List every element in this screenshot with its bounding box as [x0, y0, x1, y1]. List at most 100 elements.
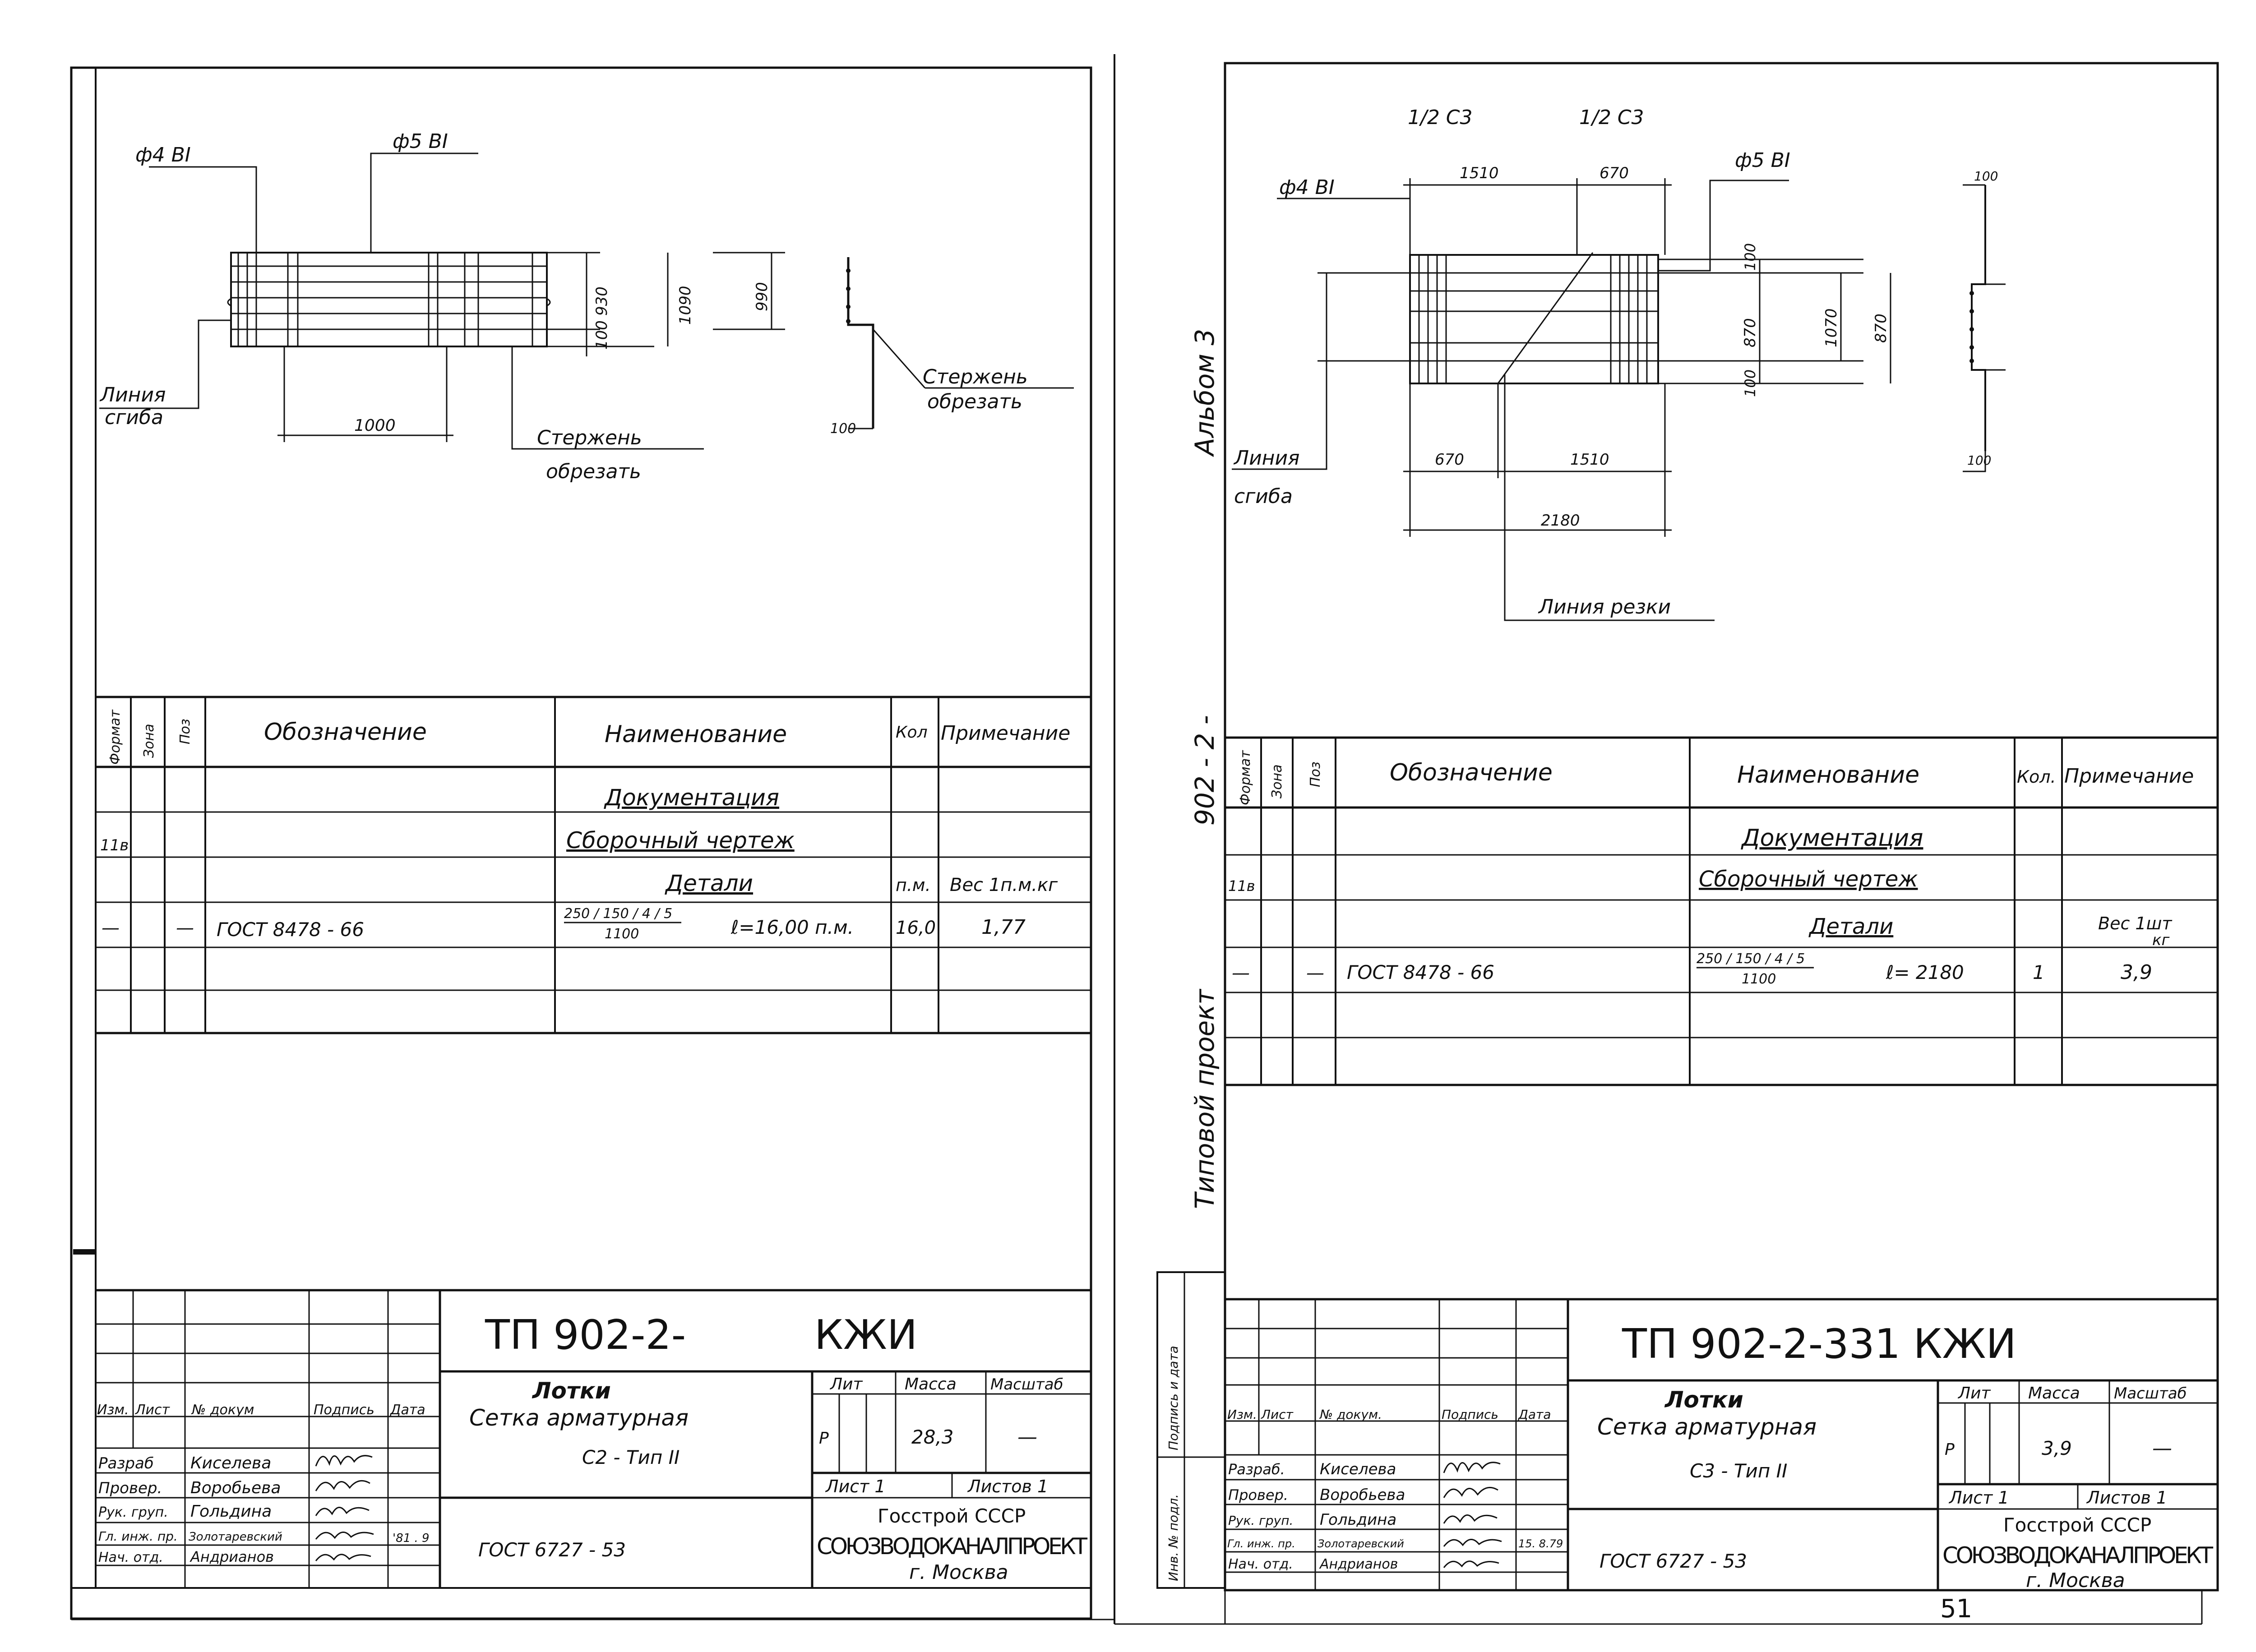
- left-role-2: Рук. груп.: [98, 1504, 168, 1520]
- spec-weight-note: Вес 1п.м.кг: [950, 875, 1058, 895]
- r-spec-assembly-drawing: Сборочный чертеж: [1699, 867, 1918, 892]
- label-half-c3-b: 1/2 С3: [1579, 106, 1644, 129]
- r-hdr-format: Формат: [1238, 750, 1253, 805]
- r-spec-parts: Детали: [1808, 914, 1893, 939]
- dim-100-bot: 100: [1967, 453, 1991, 468]
- right-org-3: г. Москва: [2026, 1569, 2125, 1592]
- spec-length: ℓ=16,00 п.м.: [730, 916, 854, 938]
- left-mass-value: 28,3: [911, 1426, 954, 1448]
- right-hdr-sign: Подпись: [1442, 1407, 1498, 1422]
- label-rebar-5-right: ф5 ВI: [1735, 149, 1790, 172]
- left-sheets-total: Листов 1: [967, 1477, 1048, 1496]
- right-lit-label: Лит: [1957, 1384, 1991, 1403]
- left-title-block: [96, 1289, 1091, 1588]
- spec-qty: 16,0: [896, 918, 936, 938]
- r-spec-dash-format: —: [1232, 963, 1250, 983]
- dim-670-top: 670: [1600, 164, 1629, 182]
- dim-2180: 2180: [1541, 512, 1580, 530]
- right-role-3: Гл. инж. пр.: [1227, 1537, 1295, 1550]
- left-role-3: Гл. инж. пр.: [98, 1529, 178, 1544]
- label-cut-rod-2: обрезать: [927, 390, 1022, 413]
- hdr-zone: Зона: [141, 724, 157, 758]
- right-sheet-no: Лист 1: [1948, 1488, 2009, 1508]
- stamp-inv-no: Инв. № подл.: [1166, 1494, 1181, 1581]
- dim-1510-bot: 1510: [1570, 451, 1609, 469]
- label-rebar-5: ф5 ВI: [393, 130, 448, 153]
- spec-format-a4: 11в: [100, 836, 129, 854]
- dim-100: 100: [593, 320, 611, 350]
- right-mesh-drawing: [1232, 178, 2006, 621]
- r-spec-format-a4: 11в: [1228, 877, 1255, 895]
- left-hdr-sheet: Лист: [135, 1402, 171, 1418]
- dim-100-top: 100: [1974, 169, 1998, 184]
- page-number: 51: [1940, 1594, 1972, 1624]
- right-lit-value: Р: [1945, 1440, 1955, 1459]
- right-gost-6727: ГОСТ 6727 - 53: [1600, 1550, 1747, 1572]
- right-title-2: Сетка арматурная: [1597, 1414, 1817, 1440]
- left-role-4: Нач. отд.: [98, 1550, 163, 1565]
- left-hdr-sign: Подпись: [314, 1402, 374, 1418]
- right-person-1: Воробьева: [1320, 1486, 1405, 1504]
- left-role-1: Провер.: [98, 1479, 162, 1497]
- r-spec-weight: 3,9: [2121, 961, 2152, 984]
- left-doc-code-tail: КЖИ: [814, 1311, 917, 1359]
- left-hdr-change: Изм.: [97, 1402, 129, 1418]
- left-mesh-drawing: [99, 152, 1074, 450]
- dim-100-side: 100: [830, 421, 856, 437]
- dim-990: 990: [753, 282, 771, 311]
- left-person-0: Киселева: [190, 1454, 271, 1472]
- right-stamp-column: [1156, 1271, 1226, 1589]
- dim-100-b: 100: [1742, 369, 1759, 397]
- spec-dash-pos: —: [176, 918, 194, 938]
- right-doc-code: ТП 902-2-331 КЖИ: [1622, 1320, 2016, 1368]
- left-lit-label: Лит: [829, 1375, 863, 1394]
- r-spec-documentation: Документация: [1741, 825, 1923, 852]
- spec-parts: Детали: [665, 870, 753, 896]
- right-role-2: Рук. груп.: [1228, 1513, 1293, 1528]
- right-scale-value: —: [2152, 1437, 2172, 1460]
- dim-930: 930: [593, 286, 611, 316]
- right-outer-frame: [1224, 62, 2219, 1592]
- spec-mesh-bottom: 1100: [605, 926, 639, 942]
- dim-1070: 1070: [1822, 308, 1840, 347]
- hdr-pos: Поз: [177, 719, 193, 744]
- label-bend-line-2: сгиба: [105, 406, 163, 429]
- r-spec-gost: ГОСТ 8478 - 66: [1347, 961, 1494, 983]
- dim-1510-top: 1510: [1460, 164, 1499, 182]
- label-bend-line: Линия: [99, 383, 166, 406]
- left-scale-value: —: [1017, 1426, 1037, 1449]
- r-spec-weight-note-1: Вес 1шт: [2098, 914, 2173, 933]
- left-person-4: Андрианов: [190, 1548, 274, 1565]
- spec-documentation: Документация: [604, 784, 779, 811]
- r-spec-length: ℓ= 2180: [1886, 961, 1964, 983]
- r-hdr-qty: Кол.: [2017, 767, 2056, 787]
- hdr-name: Наименование: [605, 721, 787, 748]
- left-hdr-docno: № докум: [191, 1402, 254, 1418]
- right-hdr-sheet: Лист: [1261, 1407, 1294, 1422]
- left-title-1: Лотки: [532, 1378, 611, 1404]
- left-role-0: Разраб: [98, 1454, 154, 1472]
- left-person-3: Золотаревский: [189, 1530, 282, 1544]
- label-half-c3-a: 1/2 С3: [1408, 106, 1473, 129]
- spec-unit: п.м.: [896, 875, 931, 895]
- label-bend-line-right: Линия: [1233, 447, 1300, 470]
- right-org-1: Госстрой СССР: [2003, 1514, 2151, 1536]
- label-cut-line: Линия резки: [1538, 595, 1671, 618]
- right-hdr-change: Изм.: [1227, 1407, 1257, 1422]
- side-project-code: 902 - 2 -: [1189, 715, 1220, 826]
- left-person-1: Воробьева: [190, 1479, 281, 1497]
- left-sheet-no: Лист 1: [825, 1477, 886, 1496]
- right-date-value: 15. 8.79: [1518, 1537, 1563, 1550]
- right-role-1: Провер.: [1228, 1486, 1288, 1504]
- dim-1090: 1090: [676, 286, 694, 325]
- right-title-1: Лотки: [1664, 1387, 1743, 1413]
- left-title-3: С2 - Тип II: [582, 1446, 680, 1468]
- left-gost-6727: ГОСТ 6727 - 53: [478, 1539, 626, 1561]
- left-title-2: Сетка арматурная: [469, 1405, 689, 1431]
- r-hdr-pos: Поз: [1308, 761, 1323, 787]
- left-org-1: Госстрой СССР: [878, 1505, 1026, 1527]
- left-doc-code: ТП 902-2-: [485, 1311, 686, 1359]
- left-signatures: [315, 1455, 374, 1561]
- right-sheets-total: Листов 1: [2086, 1488, 2167, 1508]
- dim-670-bot: 670: [1435, 451, 1464, 469]
